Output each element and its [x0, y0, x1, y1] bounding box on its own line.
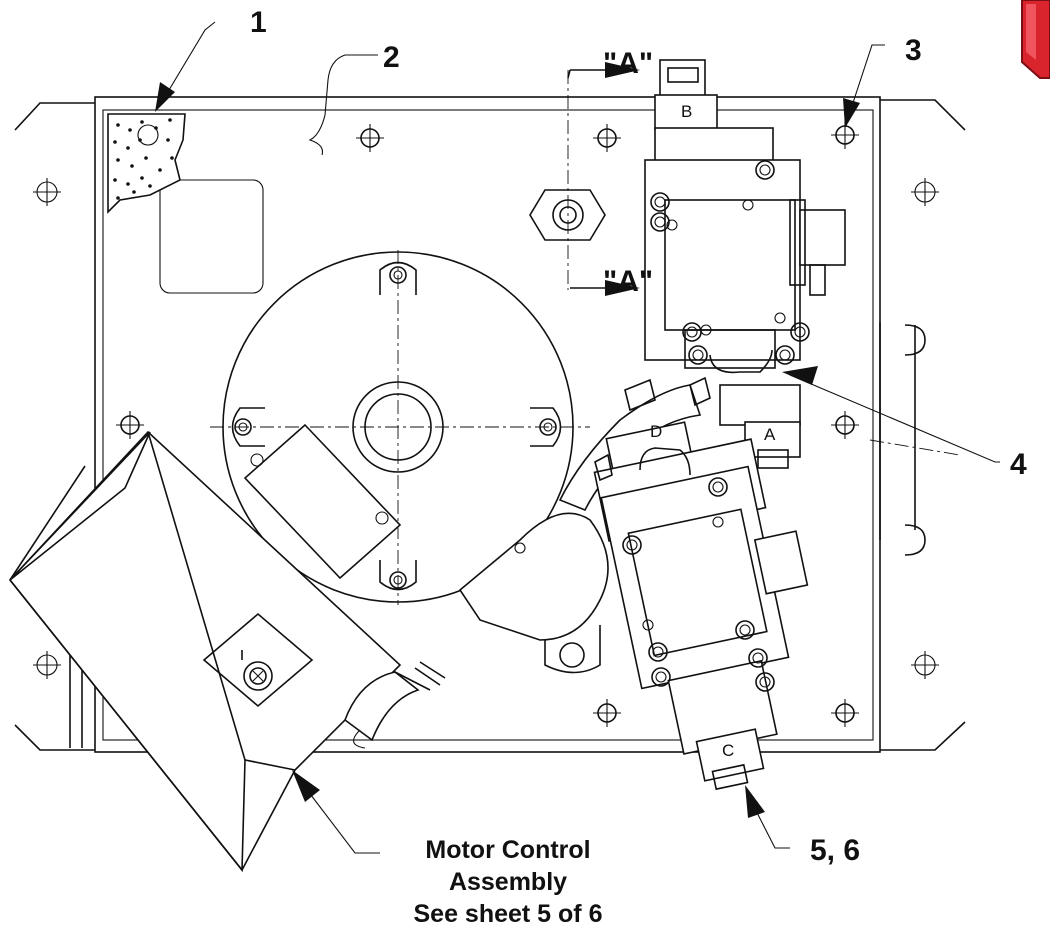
valve-bolt-icon: [708, 477, 728, 497]
leader-2: [308, 54, 378, 156]
screw-icon: [593, 124, 621, 152]
section-mark-bottom: "A": [603, 265, 653, 298]
mounting-plate: [94, 96, 881, 753]
hole-icon: [33, 178, 61, 206]
note-line-1: Motor Control: [425, 836, 590, 864]
motor-shaft-housing: [458, 512, 609, 674]
leader-4: [782, 366, 1000, 463]
solenoid-valve-lower: [593, 421, 809, 791]
motor: [210, 250, 590, 605]
screw-icon: [831, 699, 859, 727]
insulation-patch: [107, 113, 186, 214]
valve-bolt-icon: [755, 160, 775, 180]
motor-bolt-icon: [379, 261, 417, 295]
hex-fitting: [529, 189, 606, 241]
leader-motor-control: [292, 770, 380, 854]
valve-bolt-icon: [622, 535, 642, 555]
callout-2: 2: [383, 41, 400, 74]
valve-bolt-icon: [775, 345, 795, 365]
section-cut-line: [567, 62, 640, 296]
hole-icon: [33, 651, 61, 679]
section-mark-top: "A": [603, 47, 653, 80]
valve-bolt-icon: [650, 192, 670, 212]
hole-icon: [911, 178, 939, 206]
screw-icon: [356, 124, 384, 152]
callout-3: 3: [905, 34, 922, 67]
motor-bolt-icon: [530, 407, 562, 447]
note-line-3: See sheet 5 of 6: [414, 900, 603, 928]
port-label-b: B: [681, 102, 692, 121]
port-label-c: C: [722, 741, 734, 760]
callout-4: 4: [1010, 448, 1027, 481]
valve-bolt-icon: [748, 648, 768, 668]
valve-bolt-icon: [650, 212, 670, 232]
callout-1: 1: [250, 6, 267, 39]
valve-bolt-icon: [688, 345, 708, 365]
valve-bolt-icon: [651, 667, 671, 687]
motor-bolt-icon: [231, 407, 265, 447]
corner-badge-icon: [1021, 0, 1050, 79]
leader-56: [745, 785, 790, 849]
valve-bolt-icon: [790, 322, 810, 342]
screw-icon: [831, 411, 859, 439]
solenoid-valve-upper: [644, 59, 846, 469]
hole-icon: [911, 651, 939, 679]
motor-bolt-icon: [379, 560, 417, 591]
port-label-d: D: [650, 422, 662, 441]
leader-3: [843, 44, 885, 128]
port-label-a: A: [764, 425, 776, 444]
leader-1: [155, 21, 216, 112]
callout-5-6: 5, 6: [810, 834, 860, 867]
valve-bolt-icon: [648, 642, 668, 662]
valve-bolt-icon: [735, 620, 755, 640]
screw-icon: [116, 411, 144, 439]
valve-bolt-icon: [755, 672, 775, 692]
lower-conduit: [344, 661, 446, 749]
note-line-2: Assembly: [449, 868, 567, 896]
leader-4-extension: [869, 439, 961, 456]
screw-icon: [593, 699, 621, 727]
